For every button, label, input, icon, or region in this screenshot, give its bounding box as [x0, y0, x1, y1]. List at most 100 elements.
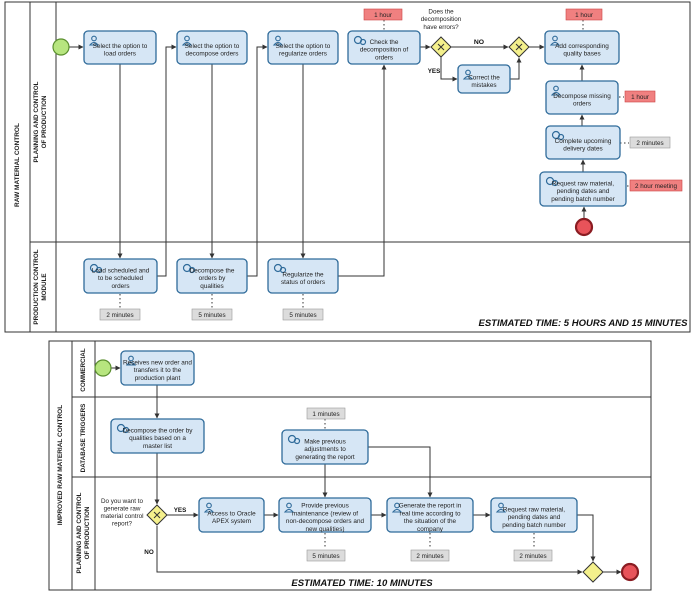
- d1-task-add-quality: [544, 30, 620, 65]
- d1-task-complete-dates: [545, 125, 621, 160]
- d2-task-access-apex: [198, 497, 265, 533]
- d1-flow: [510, 57, 522, 80]
- d2-flow: [368, 446, 433, 498]
- lane-planning-label: PLANNING AND CONTROLOF PRODUCTION: [76, 492, 91, 573]
- d1-task-decompose-option: [176, 30, 248, 65]
- d2-note-request-text: 2 minutes: [519, 553, 546, 560]
- d1-note-request-text: 2 hour meeting: [635, 183, 678, 190]
- d1-note-regularize-text: 5 minutes: [289, 312, 316, 319]
- user-icon: [462, 69, 474, 80]
- gear-icon: [287, 434, 301, 445]
- d1-flow-yes-label: YES: [428, 68, 441, 75]
- user-icon: [283, 502, 295, 513]
- d2-end-event: [620, 562, 640, 582]
- user-icon: [272, 35, 284, 46]
- gear-icon: [273, 263, 287, 274]
- d2-flow-yes-label: YES: [174, 507, 187, 514]
- d1-flow-no-label: NO: [474, 39, 484, 46]
- d2-estimated-time: ESTIMATED TIME: 10 MINUTES: [291, 578, 433, 589]
- d2-gateway-merge: [582, 561, 604, 583]
- d1-task-load-option: [83, 30, 157, 65]
- lane2-label: PRODUCTION CONTROLMODULE: [33, 249, 48, 324]
- d1-note-check-text: 1 hour: [374, 12, 392, 19]
- user-icon: [203, 502, 215, 513]
- gear-icon: [89, 263, 103, 274]
- d1-note-load: [99, 308, 141, 321]
- gear-icon: [116, 423, 130, 434]
- gear-icon: [545, 176, 559, 187]
- d1-note-load-text: 2 minutes: [106, 312, 133, 319]
- d2-note-previous: [306, 407, 346, 420]
- d1-note-add: [565, 8, 603, 21]
- d2-task-receive-order: [120, 350, 195, 386]
- d2-flow: [577, 514, 596, 562]
- d2-note-report-text: 2 minutes: [416, 553, 443, 560]
- lane-database-label: DATABASE TRIGGERS: [80, 404, 87, 473]
- pool1-label: RAW MATERIAL CONTROL: [14, 123, 21, 207]
- d1-task-regularize-status: [267, 258, 339, 294]
- d1-note-decompose-text: 1 hour: [631, 94, 649, 101]
- gear-icon: [182, 263, 196, 274]
- d2-note-maintenance-text: 5 minutes: [312, 553, 339, 560]
- d1-note-regularize: [282, 308, 324, 321]
- d1-task-load-scheduled: [83, 258, 158, 294]
- user-icon: [181, 35, 193, 46]
- d1-task-check: [347, 30, 421, 65]
- user-icon: [125, 355, 137, 366]
- gear-icon: [353, 35, 367, 46]
- d1-note-add-text: 1 hour: [575, 12, 593, 19]
- d1-gateway-errors: [430, 36, 452, 58]
- d2-note-maintenance: [306, 549, 346, 562]
- d1-note-complete: [629, 136, 671, 149]
- pool2-label: IMPROVED RAW MATERIAL CONTROL: [57, 405, 64, 525]
- d1-note-request: [629, 179, 683, 192]
- d2-start-event: [94, 359, 112, 377]
- d2-task-request-material: [490, 497, 578, 533]
- d1-task-regularize-option: [267, 30, 339, 65]
- user-icon: [495, 502, 507, 513]
- d1-note-decompose: [624, 90, 656, 103]
- d1-task-decompose-missing: [545, 80, 619, 115]
- lane-commercial-label: COMMERCIAL: [80, 348, 87, 392]
- d1-estimated-time: ESTIMATED TIME: 5 HOURS AND 15 MINUTES: [478, 318, 688, 329]
- d1-end-event: [574, 217, 594, 237]
- d1-task-correct: [457, 64, 511, 94]
- d1-note-check: [363, 8, 403, 21]
- d1-flow: [247, 44, 268, 277]
- d2-note-request: [513, 549, 553, 562]
- d1-note-complete-text: 2 minutes: [636, 140, 663, 147]
- d2-task-decompose-master: [110, 418, 205, 454]
- user-icon: [550, 85, 562, 96]
- d2-task-previous-adjustments: [281, 429, 369, 465]
- d2-note-report: [410, 549, 450, 562]
- lane1-label: PLANNING AND CONTROLOF PRODUCTION: [33, 81, 48, 162]
- d1-gateway-merge: [508, 36, 530, 58]
- d2-task-generate-report: [386, 497, 474, 533]
- d1-task-request-material: [539, 171, 627, 207]
- d1-flow: [440, 57, 458, 82]
- user-icon: [549, 35, 561, 46]
- user-icon: [391, 502, 403, 513]
- d2-gateway-report: [146, 504, 168, 526]
- d1-task-decompose-qualities: [176, 258, 248, 294]
- d1-note-decompose-q-text: 5 minutes: [198, 312, 225, 319]
- pool1-frame: [4, 1, 691, 333]
- pool2-frame: [48, 340, 652, 591]
